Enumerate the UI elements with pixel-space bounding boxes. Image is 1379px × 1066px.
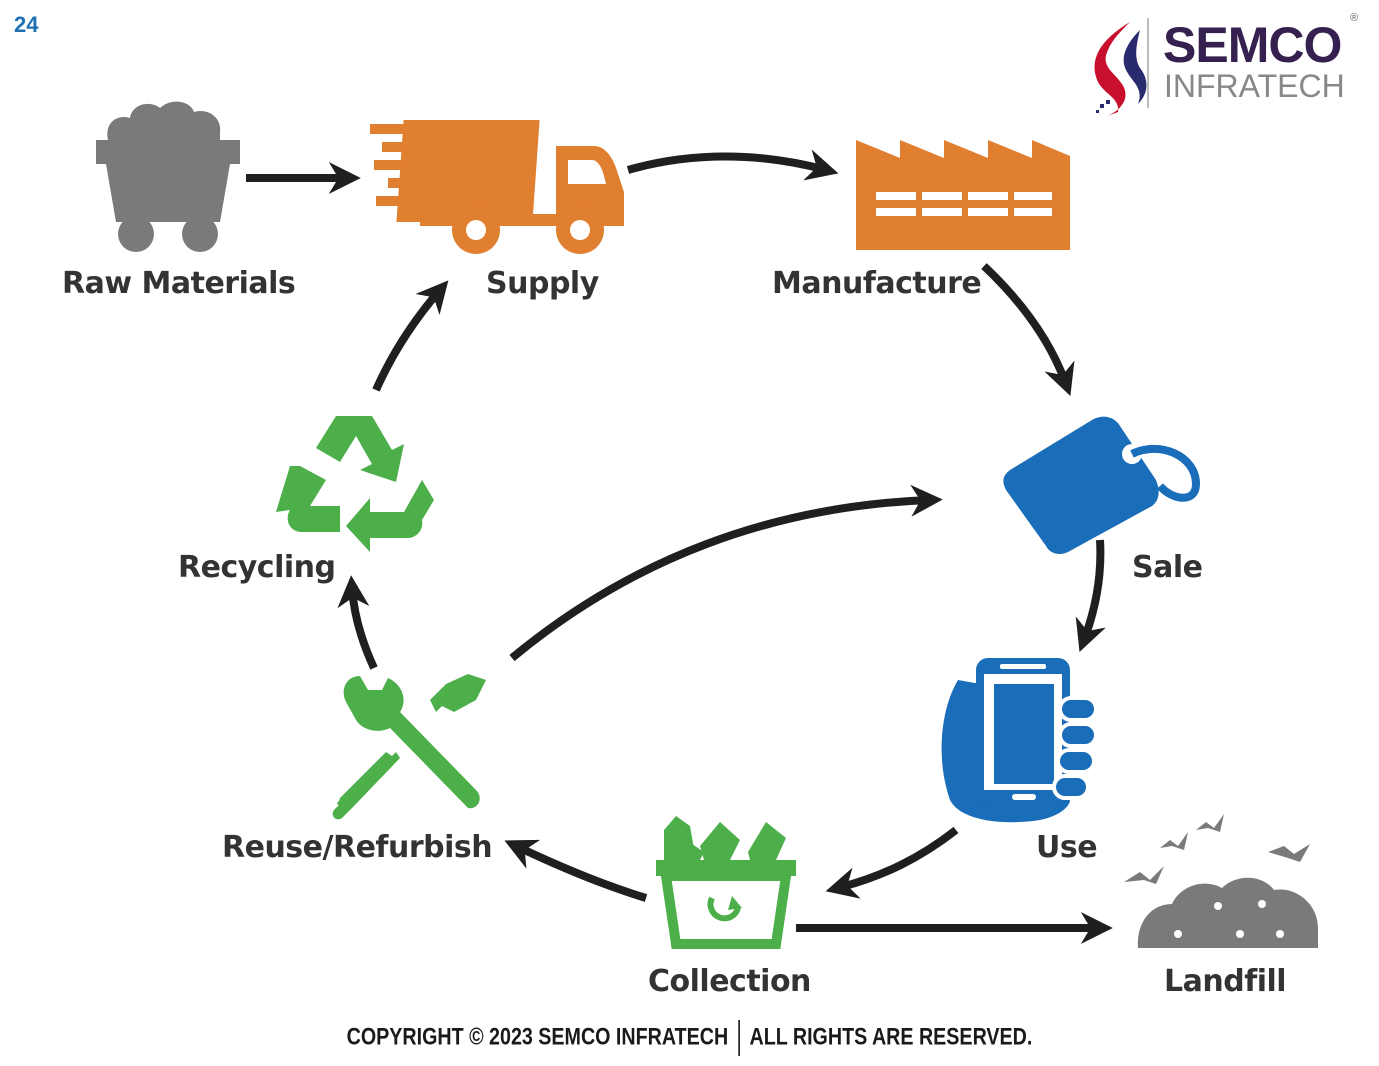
label-recycling: Recycling — [178, 550, 336, 585]
recycling-bin-icon — [656, 816, 796, 949]
price-tag-icon — [1003, 416, 1201, 554]
factory-icon — [856, 140, 1070, 250]
label-use: Use — [1036, 830, 1098, 865]
label-raw-materials: Raw Materials — [62, 266, 296, 301]
arrow-reuse-to-sale — [509, 484, 943, 662]
recycle-icon — [276, 416, 434, 552]
mine-cart-icon — [96, 101, 240, 252]
label-sale: Sale — [1132, 550, 1203, 585]
label-landfill: Landfill — [1164, 964, 1287, 999]
footer-separator — [738, 1020, 740, 1056]
phone-in-hand-icon — [941, 658, 1098, 823]
logo-divider — [1147, 18, 1149, 108]
logo-registered-mark: ® — [1350, 12, 1359, 24]
logo-brand: SEMCO — [1163, 17, 1342, 73]
footer-rights: ALL RIGHTS ARE RESERVED. — [749, 1023, 1033, 1051]
arrow-collection-to-reuse — [504, 839, 648, 902]
arrow-manufacture-to-sale — [981, 263, 1075, 397]
footer: COPYRIGHT © 2023 SEMCO INFRATECH ALL RIGH… — [124, 1020, 1255, 1056]
arrow-sale-to-use — [1075, 539, 1106, 652]
page-number: 24 — [14, 12, 39, 37]
label-manufacture: Manufacture — [772, 266, 982, 301]
wrench-screwdriver-icon — [332, 674, 486, 820]
arrow-reuse-to-recycling — [337, 575, 378, 670]
logo-subtitle: INFRATECH — [1164, 68, 1345, 104]
arrow-recycling-to-supply — [372, 280, 449, 392]
landfill-icon — [1124, 814, 1318, 948]
delivery-truck-icon — [370, 120, 624, 254]
arrow-use-to-collection — [825, 826, 959, 899]
label-collection: Collection — [648, 964, 811, 999]
label-reuse-refurbish: Reuse/Refurbish — [222, 830, 493, 865]
label-supply: Supply — [486, 266, 599, 301]
arrow-supply-to-manufacture — [626, 149, 839, 181]
footer-copyright: COPYRIGHT © 2023 SEMCO INFRATECH — [346, 1023, 729, 1051]
